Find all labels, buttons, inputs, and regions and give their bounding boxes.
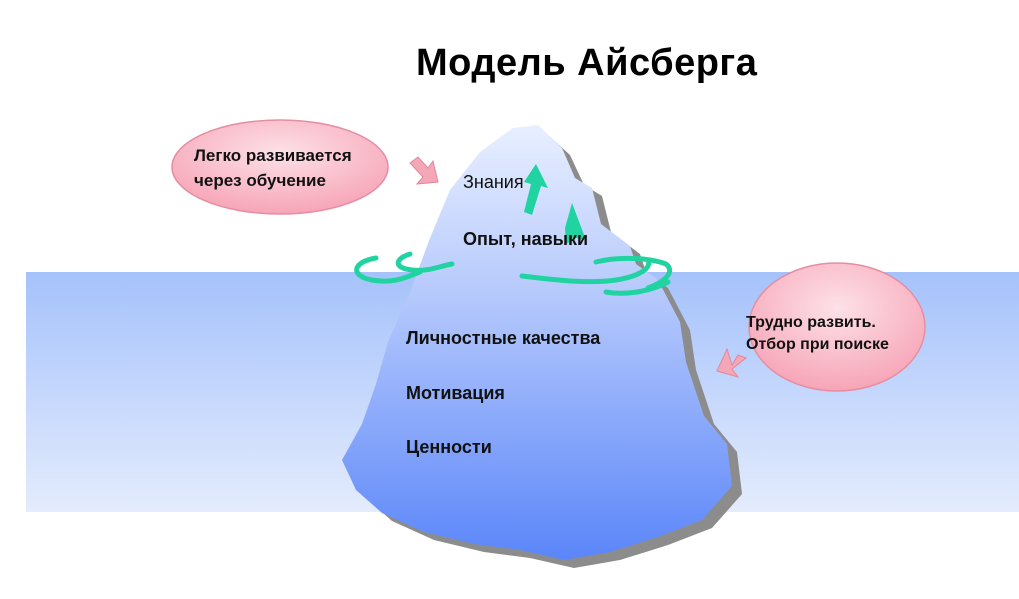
up-arrow-icon xyxy=(565,203,586,244)
left-callout-arrow-icon xyxy=(409,156,439,185)
callout-bubble-easy xyxy=(171,119,389,215)
callout-bubble-hard xyxy=(748,262,926,392)
layer-label-values: Ценности xyxy=(406,437,492,457)
layer-label-personal-qualities: Личностные качества xyxy=(406,328,601,348)
right-callout-arrow-icon xyxy=(716,347,748,378)
layer-label-motivation: Мотивация xyxy=(406,383,505,403)
page-title: Модель Айсберга xyxy=(416,42,758,84)
callout-hard-line-1: Трудно развить. xyxy=(746,314,876,331)
callout-easy-line-1: Легко развивается xyxy=(194,146,352,165)
callout-hard-line-2: Отбор при поиске xyxy=(746,336,889,353)
layer-label-knowledge: Знания xyxy=(463,172,524,192)
callout-easy-line-2: через обучение xyxy=(194,171,326,190)
up-arrow-icon xyxy=(524,164,548,215)
layer-label-skills: Опыт, навыки xyxy=(463,229,589,249)
waterline-waves xyxy=(354,251,673,296)
iceberg xyxy=(342,125,732,560)
